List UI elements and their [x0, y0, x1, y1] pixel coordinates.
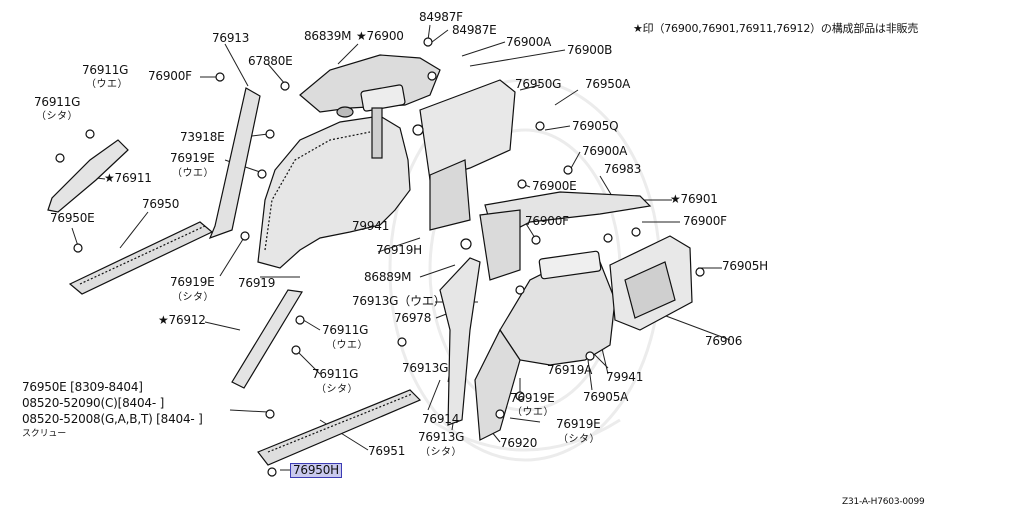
part-label-84987F: 84987F [419, 10, 463, 24]
part-label-76900A-top: 76900A [506, 35, 552, 49]
part-label-76900B: 76900B [567, 43, 613, 57]
center-pillar [439, 257, 521, 441]
kick-plate-76950 [68, 221, 214, 295]
side-trim-76912 [231, 289, 303, 389]
sub-label-ue-b: （ウエ） [172, 168, 214, 179]
part-label-73918E: 73918E [180, 130, 225, 144]
part-label-76919E-c: 76919E [556, 417, 601, 431]
part-label-76905H: 76905H [722, 259, 768, 273]
pillar-strip-76913 [208, 87, 261, 240]
part-label-76900F-left: 76900F [148, 69, 192, 83]
part-label-76911G-b: 76911G [34, 95, 81, 109]
legend-line-3: 08520-52008(G,A,B,T) [8404- ] [22, 412, 203, 426]
part-label-76913G-a: 76913G（ウエ） [352, 294, 446, 308]
part-label-79941-b: 79941 [606, 370, 644, 384]
part-label-76978: 76978 [394, 311, 432, 325]
part-label-76900E: 76900E [532, 179, 577, 193]
part-label-76911: ★76911 [104, 171, 152, 185]
part-label-76914: 76914 [422, 412, 460, 426]
sub-label-ue-c: （ウエ） [326, 340, 368, 351]
legend-line-2: 08520-52090(C)[8404- ] [22, 396, 165, 410]
sub-label-ue-d: （ウエ） [512, 407, 554, 418]
side-box-76906 [609, 235, 693, 331]
part-label-76913: 76913 [212, 31, 250, 45]
part-label-86839M: 86839M [304, 29, 352, 43]
part-label-76900: ★76900 [356, 29, 404, 43]
part-label-76919E-left: 76919E [170, 275, 215, 289]
sub-label-shita-d: （シタ） [420, 447, 462, 458]
sub-label-shita-e: （シタ） [558, 434, 600, 445]
part-label-76983: 76983 [604, 162, 642, 176]
sub-label-ue-a: （ウエ） [86, 79, 128, 90]
part-label-76919E-b: 76919E [510, 391, 555, 405]
part-label-76912: ★76912 [158, 313, 206, 327]
quarter-trim-lower [499, 250, 616, 366]
part-label-76919A: 76919A [547, 363, 593, 377]
legend-line-1: 76950E [8309-8404] [22, 380, 143, 394]
part-label-76901: ★76901 [670, 192, 718, 206]
part-label-76900F-right: 76900F [683, 214, 727, 228]
part-label-79941-a: 79941 [352, 219, 390, 233]
quarter-trim-upper [257, 54, 441, 269]
part-label-76950: 76950 [142, 197, 180, 211]
part-label-76919E-top: 76919E [170, 151, 215, 165]
part-label-76950G: 76950G [515, 77, 562, 91]
upper-trim-76901 [479, 191, 652, 281]
part-label-76900F-mid: 76900F [525, 214, 569, 228]
part-label-76913G-b: 76913G [402, 361, 449, 375]
part-label-84987E: 84987E [452, 23, 497, 37]
part-label-76950H-highlighted[interactable]: 76950H [290, 463, 342, 478]
pillar-trim-76911 [47, 139, 129, 213]
part-label-86889M: 86889M [364, 270, 412, 284]
non-sale-note: ★印（76900,76901,76911,76912）の構成部品は非販売 [633, 22, 919, 35]
part-label-76919H: 76919H [376, 243, 422, 257]
part-label-76920: 76920 [500, 436, 538, 450]
part-label-76911G-c: 76911G [322, 323, 369, 337]
part-label-76906: 76906 [705, 334, 743, 348]
part-label-76911G-d: 76911G [312, 367, 359, 381]
part-label-76950A: 76950A [585, 77, 631, 91]
drawing-code: Z31-A-H7603-0099 [842, 497, 925, 506]
sub-label-shita-b: （シタ） [172, 292, 214, 303]
part-label-76911G-a: 76911G [82, 63, 129, 77]
part-label-67880E: 67880E [248, 54, 293, 68]
panel-76950G [419, 79, 516, 231]
part-label-76951: 76951 [368, 444, 406, 458]
sub-label-shita-a: （シタ） [36, 111, 78, 122]
part-label-76913G-c: 76913G [418, 430, 465, 444]
part-label-76919: 76919 [238, 276, 276, 290]
kick-plate-76951 [257, 389, 422, 466]
part-label-76905A: 76905A [583, 390, 629, 404]
fasteners [55, 37, 705, 477]
legend-line-4: スクリュー [22, 429, 67, 439]
sub-label-shita-c: （シタ） [316, 384, 358, 395]
part-label-76950E: 76950E [50, 211, 95, 225]
part-label-76905Q: 76905Q [572, 119, 619, 133]
part-label-76900A-mid: 76900A [582, 144, 628, 158]
